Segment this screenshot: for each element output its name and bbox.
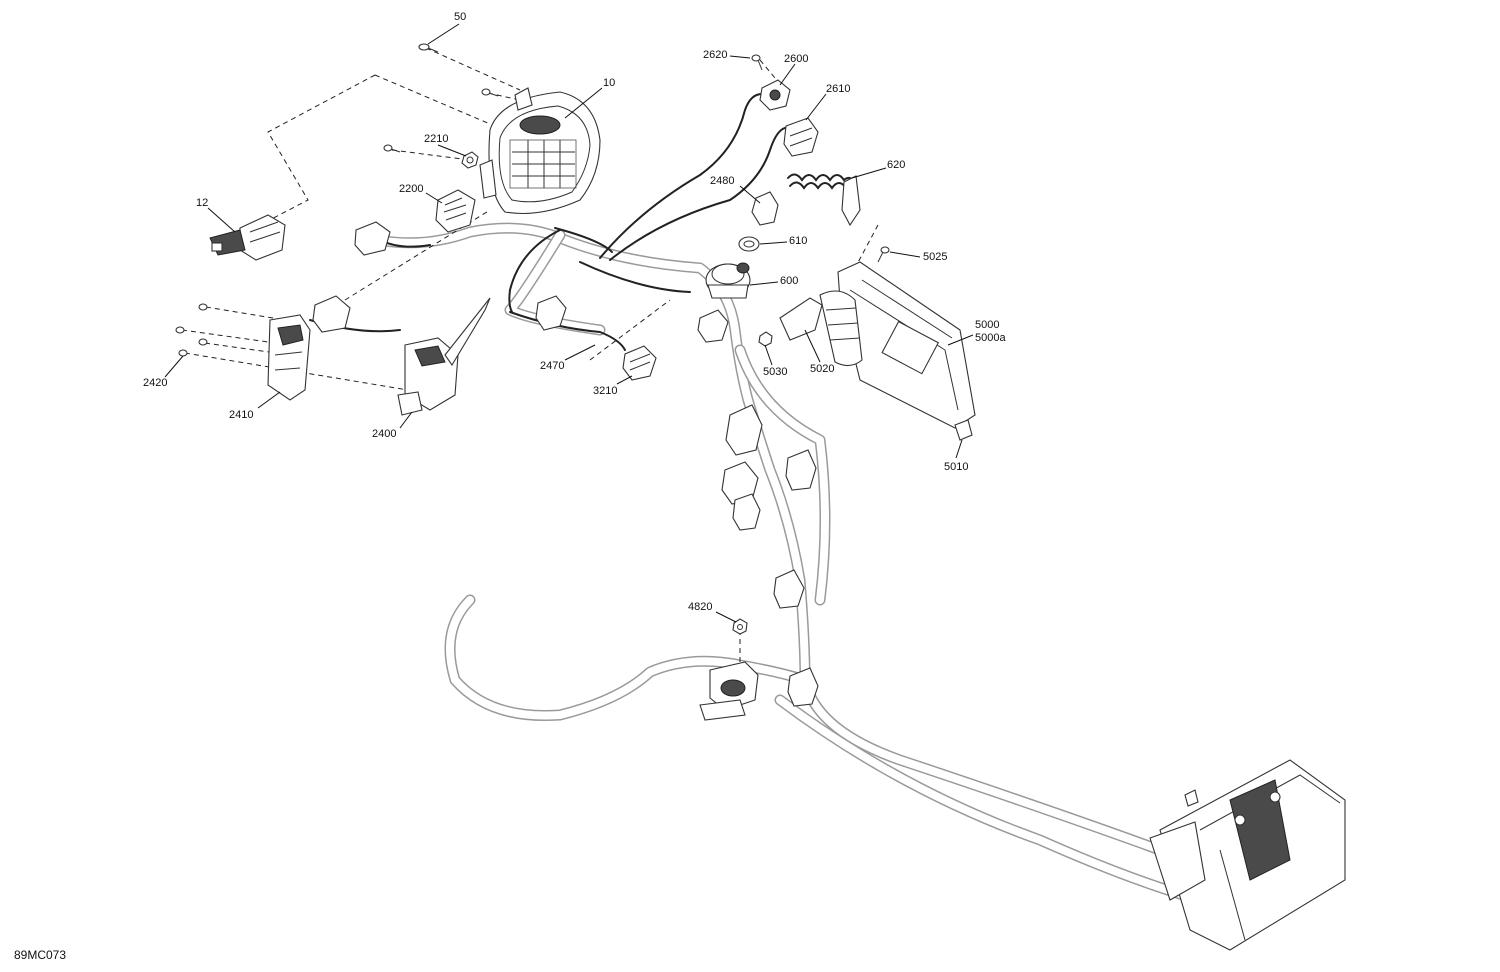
cables — [309, 93, 796, 351]
part-2210-nut — [461, 151, 479, 169]
callout-10: 10 — [603, 77, 615, 89]
callout-2480: 2480 — [710, 175, 734, 187]
callout-2410: 2410 — [229, 409, 253, 421]
callout-5010: 5010 — [944, 461, 968, 473]
part-5025-screw — [877, 246, 890, 263]
screw-2210 — [383, 144, 401, 153]
callout-2200: 2200 — [399, 183, 423, 195]
callouts: 50 10 12 2210 2200 2620 2600 2610 620 24… — [143, 11, 1006, 623]
callout-2210: 2210 — [424, 133, 448, 145]
part-12-connector — [209, 214, 286, 261]
diagram-reference-code: 89MC073 — [14, 948, 67, 962]
part-2600-switch — [759, 79, 791, 111]
part-620-tether-cord — [787, 173, 861, 227]
callout-600: 600 — [780, 275, 798, 287]
part-10-gauge-cluster — [479, 87, 601, 215]
callout-2470: 2470 — [540, 360, 564, 372]
callout-2610: 2610 — [826, 83, 850, 95]
harness-connector-mid — [697, 309, 729, 343]
callout-5000a: 5000a — [975, 332, 1006, 344]
tether-connector — [751, 191, 779, 226]
screw-upper-right — [481, 88, 499, 97]
callout-5020: 5020 — [810, 363, 834, 375]
callout-4820: 4820 — [688, 601, 712, 613]
part-2420-screws — [175, 303, 208, 357]
part-2610-connector — [783, 117, 819, 157]
callout-2420: 2420 — [143, 377, 167, 389]
part-4820-nut — [732, 618, 748, 635]
part-5000-control-module — [819, 261, 976, 429]
callout-3210: 3210 — [593, 385, 617, 397]
callout-5030: 5030 — [763, 366, 787, 378]
part-5030-nut — [758, 331, 773, 347]
part-610-grommet — [738, 236, 760, 252]
harness-connector-cluster — [721, 404, 819, 707]
callout-610: 610 — [789, 235, 807, 247]
part-3210-connector — [622, 345, 657, 381]
part-2410-switch-housing-half — [267, 314, 311, 401]
part-5020-bracket — [779, 297, 823, 341]
battery-box — [1149, 759, 1346, 951]
part-5010-fastener — [954, 419, 973, 441]
harness-connector-2470 — [535, 295, 567, 331]
callout-5025: 5025 — [923, 251, 947, 263]
callout-2400: 2400 — [372, 428, 396, 440]
part-600-key-switch — [705, 262, 751, 299]
part-50-screw — [418, 43, 439, 53]
callout-50: 50 — [454, 11, 466, 23]
callout-2620: 2620 — [703, 49, 727, 61]
part-2620-screw — [751, 54, 763, 71]
part-2200-connector — [435, 189, 476, 233]
part-2400-switch-housing — [397, 297, 491, 416]
callout-2600: 2600 — [784, 53, 808, 65]
callout-12: 12 — [196, 197, 208, 209]
callout-620: 620 — [887, 159, 905, 171]
switch-connector — [312, 295, 351, 333]
relay-component — [699, 661, 759, 721]
harness-end-connector — [354, 221, 391, 256]
callout-5000: 5000 — [975, 319, 999, 331]
